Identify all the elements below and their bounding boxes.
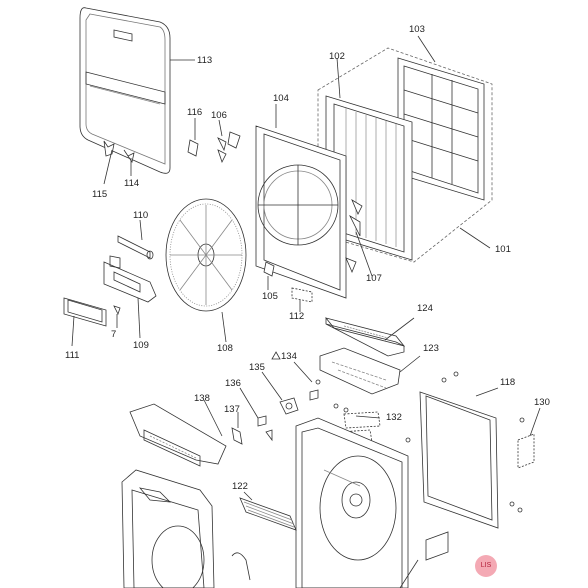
- callout-132: 132: [386, 412, 402, 423]
- label-112: [291, 287, 313, 303]
- callout-107: 107: [366, 273, 382, 284]
- part-105: [263, 261, 275, 277]
- label-132: [343, 411, 381, 429]
- grille-122: [239, 491, 297, 531]
- callout-138: 138: [194, 393, 210, 404]
- callout-130: 130: [534, 397, 550, 408]
- callout-7: 7: [111, 329, 117, 340]
- callout-134: 134: [281, 351, 297, 362]
- callout-111: 111: [65, 350, 80, 361]
- callout-103: 103: [409, 24, 425, 35]
- callout-122: 122: [232, 481, 248, 492]
- callout-115: 115: [92, 189, 108, 200]
- motor-bracket-109: [103, 255, 157, 339]
- callout-104: 104: [273, 93, 289, 104]
- fan-108: [165, 198, 247, 343]
- callout-105: 105: [262, 291, 278, 302]
- side-panel-118: [419, 371, 525, 529]
- clips-116-106: [187, 118, 241, 164]
- callout-118: 118: [500, 377, 516, 388]
- callout-109: 109: [133, 340, 149, 351]
- callout-108: 108: [217, 343, 233, 354]
- parts-135-136-137: [231, 371, 411, 445]
- zoom-badge[interactable]: LIS: [475, 555, 497, 577]
- handle-111: [63, 297, 107, 347]
- callout-106: 106: [211, 110, 227, 121]
- rear-frame-104: [255, 104, 373, 299]
- callout-124: 124: [417, 303, 433, 314]
- callout-113: 113: [197, 55, 213, 66]
- callout-112: 112: [289, 311, 305, 322]
- callout-110: 110: [133, 210, 149, 221]
- callout-102: 102: [329, 51, 345, 62]
- callout-123: 123: [423, 343, 439, 354]
- callout-114: 114: [124, 178, 140, 189]
- main-housing: [295, 417, 449, 588]
- callout-116: 116: [187, 107, 203, 118]
- callout-101: 101: [495, 244, 511, 255]
- warning-triangle-icon: [271, 351, 281, 360]
- part-123: [319, 347, 421, 395]
- front-panel-113: [79, 7, 195, 185]
- callout-135: 135: [249, 362, 265, 373]
- part-124: [324, 317, 415, 357]
- lower-housing: [121, 469, 251, 588]
- shaft-110: [117, 219, 154, 260]
- label-130: [517, 433, 535, 469]
- part-138: [129, 399, 227, 467]
- callout-137: 137: [224, 404, 240, 415]
- callout-136: 136: [225, 378, 241, 389]
